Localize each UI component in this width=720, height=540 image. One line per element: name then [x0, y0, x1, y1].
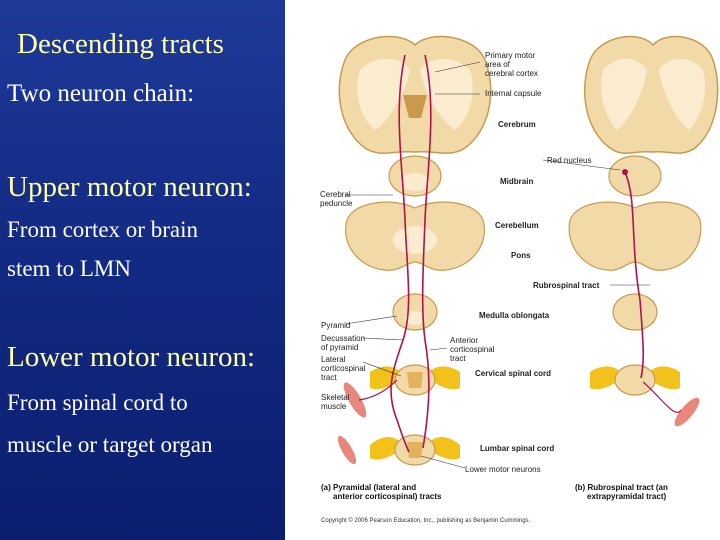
medulla-b [612, 293, 658, 331]
upper-motor-heading: Upper motor neuron: [7, 171, 252, 203]
label-skeletal-muscle-2: muscle [321, 402, 347, 411]
label-primary-motor-2: area of [485, 60, 511, 69]
cervical-cord-a [370, 364, 460, 396]
skeletal-muscle-a [343, 382, 367, 418]
cerebellum-pons-a [345, 201, 485, 271]
medulla-a [392, 293, 438, 331]
label-skeletal-muscle-1: Skeletal [321, 393, 350, 402]
label-anterior-cst-1: Anterior [450, 336, 478, 345]
label-midbrain: Midbrain [500, 177, 533, 186]
descending-tracts-figure: Primary motor area of cerebral cortex In… [285, 0, 720, 540]
label-medulla-oblongata: Medulla oblongata [479, 311, 550, 320]
label-lumbar-spinal-cord: Lumbar spinal cord [480, 444, 554, 453]
label-cerebral-peduncle-1: Cerebral [320, 190, 351, 199]
lumbar-cord-a [337, 434, 460, 466]
cerebellum-pons-b [568, 201, 702, 271]
lower-motor-line-1: From spinal cord to [7, 390, 188, 415]
label-internal-capsule: Internal capsule [485, 89, 542, 98]
caption-b-line-2: extrapyramidal tract) [587, 492, 666, 501]
copyright-notice: Copyright © 2006 Pearson Education, Inc.… [321, 517, 531, 524]
label-lower-motor-neurons: Lower motor neurons [465, 465, 541, 474]
rubrospinal-tract-path [624, 171, 645, 379]
label-rubrospinal-tract: Rubrospinal tract [533, 281, 600, 290]
label-cerebrum: Cerebrum [498, 120, 536, 129]
lateral-corticospinal-tract-path [390, 54, 410, 453]
lower-motor-neuron-a [358, 379, 398, 401]
anterior-corticospinal-tract-path [421, 54, 432, 449]
label-cerebellum: Cerebellum [495, 221, 539, 230]
lower-motor-neuron-b [642, 381, 682, 413]
anatomy-diagram: Primary motor area of cerebral cortex In… [320, 35, 719, 524]
label-primary-motor-1: Primary motor [485, 51, 536, 60]
label-red-nucleus: Red nucleus [547, 156, 591, 165]
label-lateral-cst-2: corticospinal [321, 364, 366, 373]
caption-a-line-2: anterior corticospinal) tracts [333, 492, 442, 501]
slide-title: Descending tracts [17, 28, 224, 60]
label-cervical-spinal-cord: Cervical spinal cord [475, 369, 551, 378]
label-lateral-cst-1: Lateral [321, 355, 346, 364]
caption-b-line-1: (b) Rubrospinal tract (an [575, 483, 668, 492]
label-decussation-2: of pyramid [321, 343, 358, 352]
midbrain-a [388, 155, 442, 197]
upper-motor-line-2: stem to LMN [7, 256, 131, 281]
midbrain-b [608, 155, 662, 197]
label-pyramid: Pyramid [321, 321, 350, 330]
cervical-cord-b [590, 364, 700, 427]
leader-lines [344, 61, 650, 469]
brain-section-b [584, 35, 719, 154]
lower-motor-line-2: muscle or target organ [7, 432, 213, 457]
lower-motor-heading: Lower motor neuron: [7, 341, 256, 373]
upper-motor-line-1: From cortex or brain [7, 217, 198, 242]
label-anterior-cst-3: tract [450, 354, 466, 363]
brain-section-a [338, 35, 492, 154]
text-panel: Descending tracts Two neuron chain: Uppe… [0, 0, 285, 540]
label-decussation-1: Decussation [321, 334, 365, 343]
label-anterior-cst-2: corticospinal [450, 345, 495, 354]
label-pons: Pons [511, 251, 531, 260]
label-lateral-cst-3: tract [321, 373, 337, 382]
caption-a-line-1: (a) Pyramidal (lateral and [321, 483, 416, 492]
label-primary-motor-3: cerebral cortex [485, 69, 538, 78]
subtitle: Two neuron chain: [7, 80, 195, 107]
label-cerebral-peduncle-2: peduncle [320, 199, 353, 208]
